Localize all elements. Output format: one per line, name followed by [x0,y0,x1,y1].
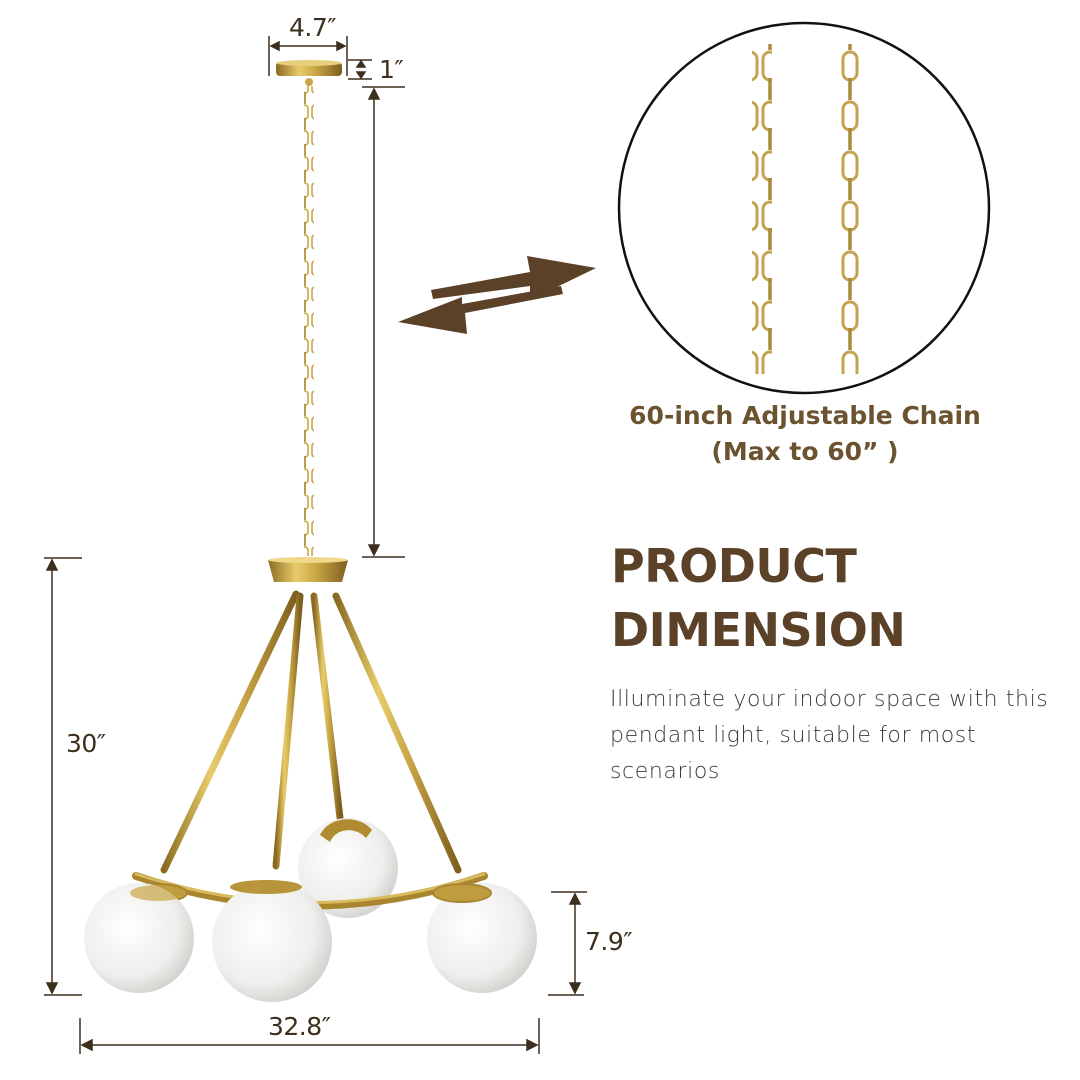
globe-diameter-label: 7.9″ [585,927,633,956]
fixture-height-label: 30″ [66,729,106,758]
canopy-height-label: 1″ [379,55,404,84]
pendant-fixture [84,557,537,1002]
fixture-height-dimension [44,557,82,996]
heading-line1: PRODUCT [611,539,857,593]
hanging-chain [304,86,314,556]
fixture-width-label: 32.8″ [268,1012,331,1041]
chain-length-dimension [362,86,405,558]
exchange-arrows-icon [398,256,596,334]
canopy-width-dimension [268,36,348,76]
ceiling-canopy [276,60,342,86]
heading-line2: DIMENSION [611,603,906,657]
chain-caption-line2: (Max to 60” ) [711,437,899,466]
fixture-width-dimension [79,1018,540,1054]
chain-detail-magnifier [617,21,991,395]
canopy-height-dimension [348,59,372,80]
canopy-width-label: 4.7″ [289,13,337,42]
product-description: Illuminate your indoor space with this p… [610,687,1049,784]
chain-caption-line1: 60-inch Adjustable Chain [629,401,981,430]
globe-diameter-dimension [548,891,587,996]
